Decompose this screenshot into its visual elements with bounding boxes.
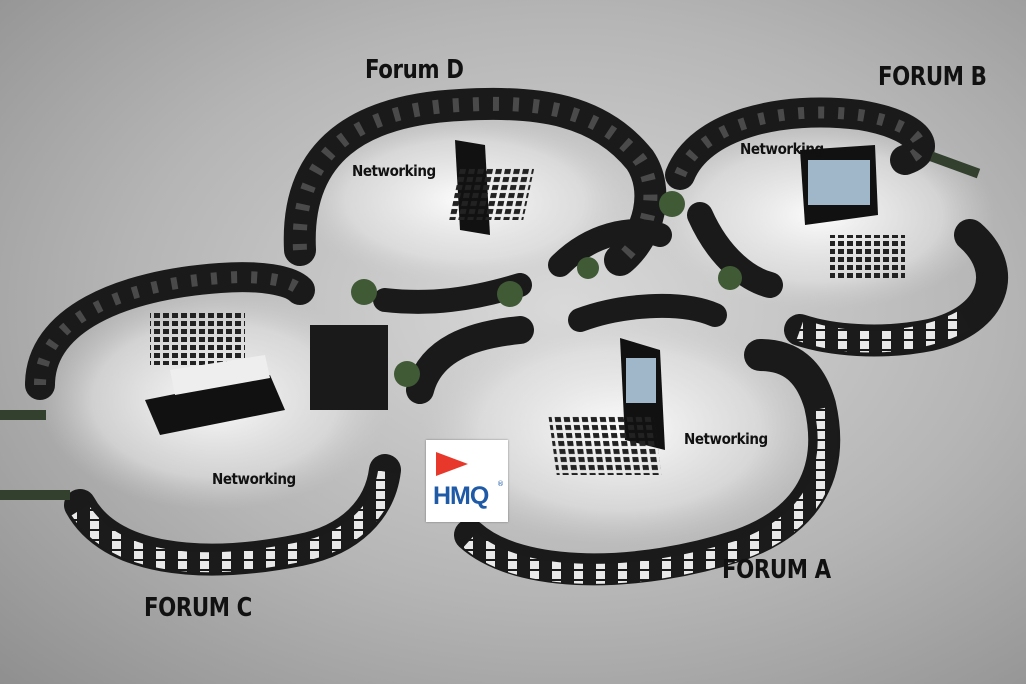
plants: [0, 151, 981, 500]
stage-forum-b: [800, 145, 905, 280]
networking-label-forum-a: Networking: [684, 430, 768, 448]
forum-a-label: FORUM A: [722, 555, 831, 585]
forum-d-label: Forum D: [365, 55, 464, 85]
networking-label-forum-d: Networking: [352, 162, 436, 180]
forum-b-label: FORUM B: [878, 62, 987, 92]
booth-ring-forum-b: [548, 97, 1009, 357]
booth-ring-forum-c: [25, 262, 401, 576]
networking-label-forum-c: Networking: [212, 470, 296, 488]
logo-text: HMQ: [433, 482, 489, 510]
booth-ring-forum-a: [406, 293, 841, 586]
networking-label-forum-b: Networking: [740, 140, 824, 158]
stage-forum-d: [448, 140, 535, 235]
stage-forum-a: [548, 338, 665, 475]
forum-c-label: FORUM C: [144, 593, 252, 623]
logo-registered-mark: ®: [497, 480, 504, 488]
hmq-logo: HMQ ®: [426, 440, 508, 522]
red-play-triangle-icon: [436, 452, 468, 476]
stage-forum-c: [145, 310, 285, 435]
